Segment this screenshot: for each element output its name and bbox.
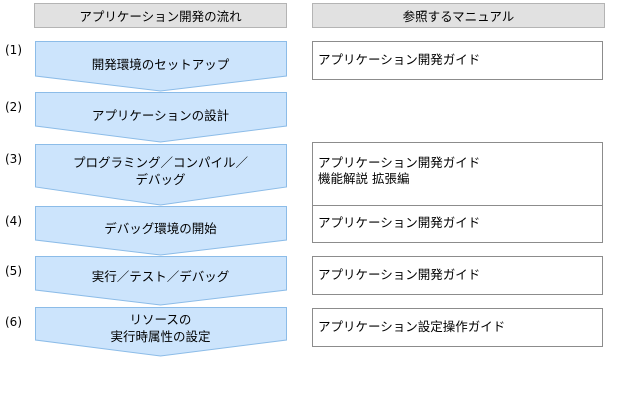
step-4-label: デバッグ環境の開始 (35, 220, 286, 237)
step-4-label-line1: デバッグ環境の開始 (104, 221, 217, 236)
manual-ref-3-line2: 機能解説 拡張編 (318, 171, 410, 186)
step-3-label-line2: デバッグ (135, 172, 186, 187)
step-3-chevron (35, 144, 287, 206)
step-6-label: リソースの 実行時属性の設定 (35, 311, 286, 345)
step-1-number: (1) (5, 43, 22, 57)
manual-ref-4-line1: アプリケーション開発ガイド (318, 215, 481, 230)
manual-ref-step-3: アプリケーション開発ガイド 機能解説 拡張編 (312, 142, 603, 206)
manual-ref-step-4: アプリケーション開発ガイド (312, 205, 603, 243)
manual-ref-step-1: アプリケーション開発ガイド (312, 41, 603, 80)
step-4-number: (4) (5, 214, 22, 228)
manual-ref-5-line1: アプリケーション開発ガイド (318, 267, 481, 282)
step-5-label: 実行／テスト／デバッグ (35, 268, 286, 285)
step-2-number: (2) (5, 100, 22, 114)
step-6-number: (6) (5, 315, 22, 329)
flow-header: アプリケーション開発の流れ (34, 3, 287, 28)
manual-ref-step-5: アプリケーション開発ガイド (312, 256, 603, 295)
step-4-chevron (35, 206, 287, 256)
manual-ref-1-line1: アプリケーション開発ガイド (318, 52, 481, 67)
manual-header: 参照するマニュアル (312, 3, 605, 28)
step-2-label: アプリケーションの設計 (35, 107, 286, 124)
step-5-label-line1: 実行／テスト／デバッグ (91, 269, 230, 284)
step-2-chevron (35, 92, 287, 143)
step-3-label: プログラミング／コンパイル／ デバッグ (35, 154, 286, 188)
manual-ref-step-6: アプリケーション設定操作ガイド (312, 308, 603, 347)
step-1-label: 開発環境のセットアップ (35, 56, 286, 73)
step-2-label-line1: アプリケーションの設計 (91, 108, 230, 123)
step-6-chevron (35, 307, 287, 357)
manual-ref-3-line1: アプリケーション開発ガイド (318, 155, 481, 170)
manual-header-label: 参照するマニュアル (402, 9, 515, 24)
step-3-label-line1: プログラミング／コンパイル／ (72, 155, 248, 170)
step-3-number: (3) (5, 152, 22, 166)
manual-ref-6-line1: アプリケーション設定操作ガイド (318, 319, 506, 334)
step-1-label-line1: 開発環境のセットアップ (91, 57, 230, 72)
flow-header-label: アプリケーション開発の流れ (79, 9, 242, 24)
step-6-label-line2: 実行時属性の設定 (110, 329, 211, 344)
step-1-chevron (35, 41, 287, 92)
step-5-number: (5) (5, 264, 22, 278)
step-5-chevron (35, 256, 287, 306)
step-6-label-line1: リソースの (129, 312, 192, 327)
